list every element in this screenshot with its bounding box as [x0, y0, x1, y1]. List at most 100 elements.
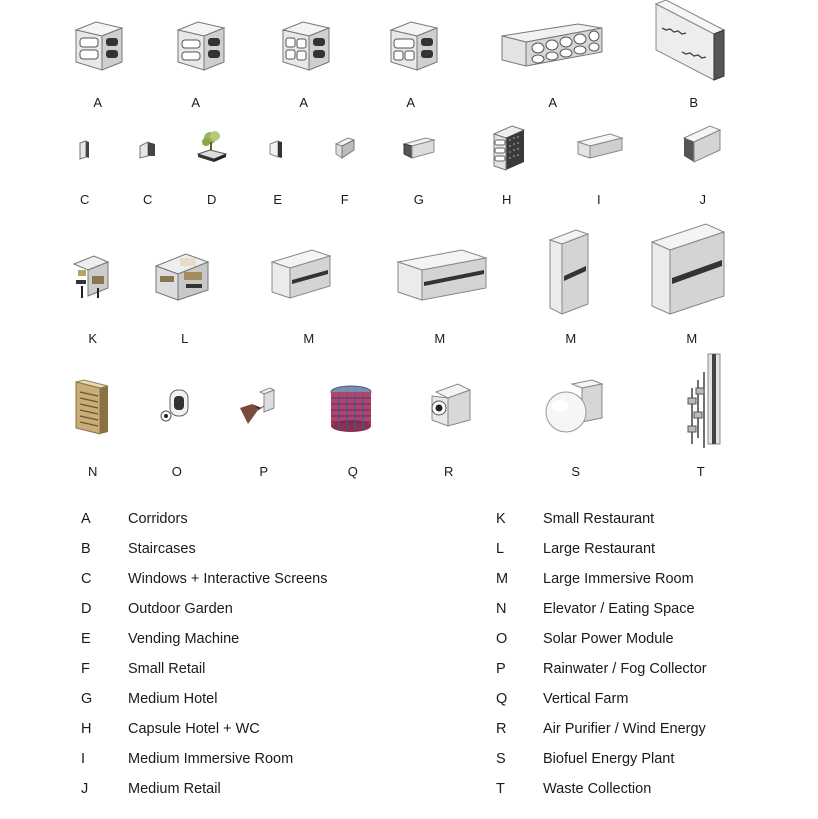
small-restaurant-icon — [72, 255, 110, 298]
legend-label: Elevator / Eating Space — [543, 601, 695, 617]
module-letter: D — [207, 192, 217, 207]
legend-label: Small Restaurant — [543, 511, 655, 527]
immersive-room-icon — [548, 229, 590, 315]
module-icon-j — [682, 124, 722, 166]
small-retail-icon — [334, 137, 356, 159]
window-screen-icon — [79, 140, 89, 160]
legend-label: Large Immersive Room — [543, 571, 694, 587]
module-icon-n — [74, 378, 110, 436]
legend-label: Solar Power Module — [543, 631, 674, 647]
module-letter: S — [571, 464, 581, 479]
legend-label: Vending Machine — [128, 631, 240, 647]
legend-key: P — [496, 661, 506, 677]
module-letter: G — [413, 192, 425, 207]
module-icon-q — [328, 384, 374, 434]
legend-key: E — [81, 631, 91, 647]
module-icon-k — [70, 252, 112, 302]
legend-label: Medium Immersive Room — [128, 751, 294, 767]
window-screen-icon — [139, 141, 155, 159]
module-icon-h — [490, 124, 526, 172]
legend-key: A — [81, 511, 91, 527]
elevator-eating-icon — [75, 379, 109, 435]
module-letter: K — [88, 331, 98, 346]
module-icon-m-3 — [546, 228, 590, 316]
module-letter: E — [273, 192, 283, 207]
module-letter: Q — [347, 464, 359, 479]
legend-label: Small Retail — [128, 661, 206, 677]
module-letter: L — [181, 331, 189, 346]
immersive-room-icon — [396, 249, 488, 301]
vending-machine-icon — [269, 140, 282, 158]
module-letter: C — [143, 192, 153, 207]
module-letter: M — [686, 331, 698, 346]
vertical-farm-icon — [330, 385, 372, 432]
legend-key: L — [496, 541, 505, 557]
legend-key: S — [496, 751, 506, 767]
legend-key: J — [81, 781, 89, 797]
module-icon-a-4 — [387, 18, 441, 72]
long-corridor-module-icon — [501, 23, 603, 67]
legend-label: Outdoor Garden — [128, 601, 233, 617]
module-icon-b — [652, 0, 728, 82]
module-letter: M — [303, 331, 315, 346]
module-letter: A — [93, 95, 103, 110]
corridor-module-icon — [389, 21, 439, 71]
corridor-module-icon — [176, 21, 226, 71]
air-purifier-wind-icon — [431, 383, 472, 427]
module-icon-o — [156, 388, 192, 426]
module-letter: O — [171, 464, 183, 479]
module-icon-m-2 — [396, 248, 488, 302]
legend-label: Capsule Hotel + WC — [128, 721, 260, 737]
module-letter: A — [406, 95, 416, 110]
corridor-module-icon — [281, 21, 331, 71]
module-letter: M — [434, 331, 446, 346]
waste-collection-icon — [687, 353, 721, 448]
module-icon-a-3 — [279, 18, 333, 72]
corridor-module-icon — [74, 21, 124, 71]
module-icon-a-1 — [72, 18, 126, 72]
staircase-module-icon — [654, 0, 726, 81]
module-icon-p — [236, 386, 280, 428]
module-letter: C — [80, 192, 90, 207]
legend-label: Corridors — [128, 511, 188, 527]
hotel-module-icon — [402, 137, 436, 159]
legend-label: Vertical Farm — [543, 691, 629, 707]
module-icon-r — [428, 382, 472, 428]
large-restaurant-icon — [154, 253, 210, 301]
legend-key: C — [81, 571, 92, 587]
legend-label: Rainwater / Fog Collector — [543, 661, 707, 677]
legend-key: T — [496, 781, 505, 797]
module-icon-l — [150, 250, 214, 302]
module-icon-c-1 — [78, 140, 94, 160]
module-icon-m-4 — [648, 222, 726, 316]
legend-key: B — [81, 541, 91, 557]
module-icon-a-2 — [174, 18, 228, 72]
legend-key: M — [496, 571, 509, 587]
module-letter: A — [548, 95, 558, 110]
module-letter: A — [191, 95, 201, 110]
rainwater-fog-collector-icon — [240, 387, 276, 424]
legend-key: G — [81, 691, 93, 707]
legend-label: Medium Hotel — [128, 691, 218, 707]
legend-label: Medium Retail — [128, 781, 221, 797]
legend-key: N — [496, 601, 507, 617]
module-icon-g — [402, 136, 436, 160]
module-letter: T — [696, 464, 706, 479]
module-letter: M — [565, 331, 577, 346]
legend-key: D — [81, 601, 92, 617]
legend-key: K — [496, 511, 506, 527]
module-icon-s — [542, 378, 604, 438]
capsule-hotel-icon — [492, 125, 526, 171]
module-letter: A — [299, 95, 309, 110]
legend-key: H — [81, 721, 92, 737]
module-letter: I — [596, 192, 602, 207]
module-icon-c-2 — [138, 140, 158, 160]
module-letter: R — [444, 464, 454, 479]
immersive-room-icon — [650, 223, 726, 315]
solar-power-icon — [160, 389, 189, 422]
legend-key: I — [81, 751, 86, 767]
legend-label: Biofuel Energy Plant — [543, 751, 675, 767]
legend-key: F — [81, 661, 90, 677]
module-icon-f — [334, 136, 356, 160]
